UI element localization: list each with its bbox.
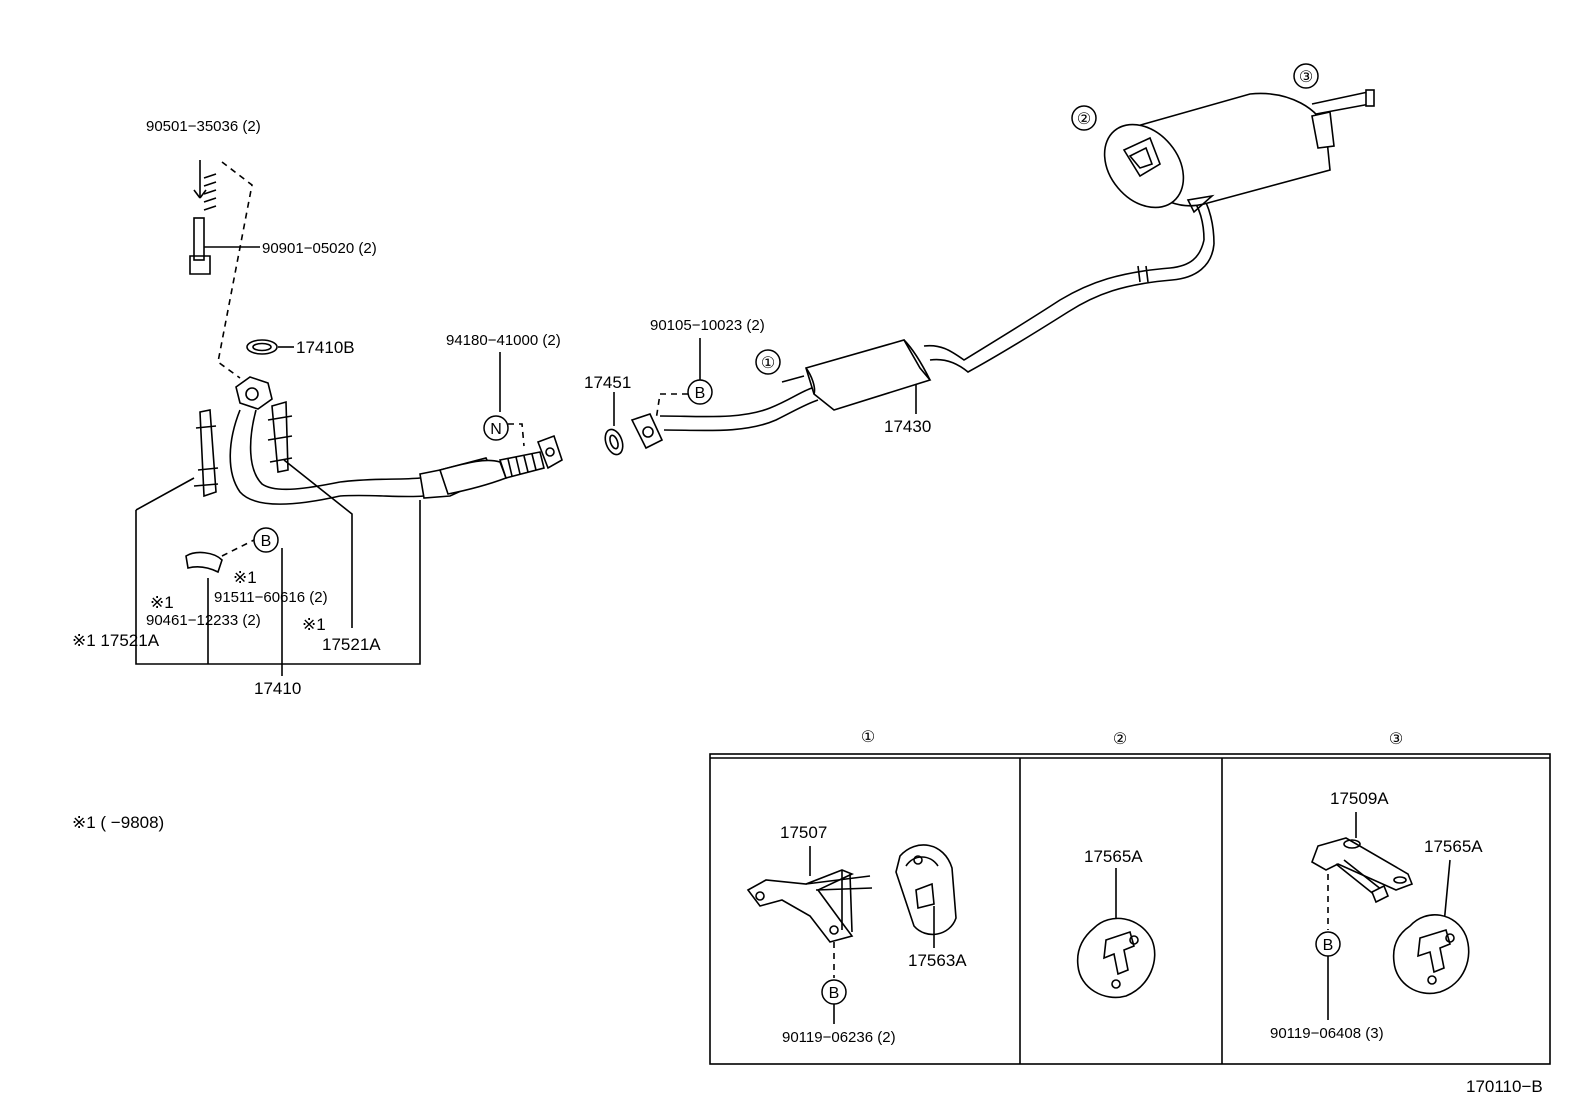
svg-text:①: ① [761, 355, 775, 372]
panel-2-heading: ② [1113, 731, 1127, 748]
label-17430: 17430 [884, 417, 931, 436]
label-17410b: 17410B [296, 338, 355, 357]
callout-b-front [253, 527, 279, 553]
detail-panels [709, 753, 1551, 1065]
label-90901-05020: 90901−05020 (2) [262, 240, 377, 257]
label-17507: 17507 [780, 823, 827, 842]
label-17565a-panel2: 17565A [1084, 847, 1143, 866]
label-90105-10023: 90105−10023 (2) [650, 317, 765, 334]
label-17521a-right: 17521A [322, 635, 381, 654]
label-94180-41000: 94180−41000 (2) [446, 332, 561, 349]
label-91511-60616: 91511−60616 (2) [214, 589, 328, 606]
label-17451: 17451 [584, 373, 631, 392]
callout-2 [1071, 105, 1097, 131]
mark-90461: ※1 [150, 593, 174, 612]
callout-3 [1293, 63, 1319, 89]
svg-text:N: N [490, 421, 502, 438]
bracket-17509a [1311, 837, 1414, 904]
footnote: ※1 ( −9808) [72, 813, 164, 832]
center-pipe-17430 [630, 191, 1215, 450]
label-17521a-left: ※1 17521A [72, 631, 160, 650]
hanger-17565a-panel2 [1076, 917, 1156, 999]
callout-b-center [687, 379, 713, 405]
svg-text:B: B [695, 385, 706, 402]
label-17565a-panel3: 17565A [1424, 837, 1483, 856]
figure-code: 170110−B [1466, 1077, 1543, 1096]
svg-text:B: B [829, 985, 840, 1002]
label-17563a: 17563A [908, 951, 967, 970]
panel-3-heading: ③ [1389, 731, 1403, 748]
callout-1 [755, 349, 781, 375]
gasket-17410b [246, 339, 278, 355]
front-pipe-17410 [193, 376, 563, 505]
hanger-17565a-panel3 [1392, 914, 1470, 995]
main-muffler [1103, 89, 1375, 214]
mark-91511: ※1 [233, 568, 257, 587]
clamp-91511 [185, 551, 223, 574]
label-90119-06236: 90119−06236 (2) [782, 1029, 896, 1046]
callout-n [483, 415, 509, 441]
label-90119-06408: 90119−06408 (3) [1270, 1025, 1384, 1042]
svg-text:B: B [1323, 937, 1334, 954]
bracket-17507 [746, 869, 873, 943]
mark-17521a-right: ※1 [302, 615, 326, 634]
svg-text:B: B [261, 533, 272, 550]
label-90501-35036: 90501−35036 (2) [146, 118, 261, 135]
label-17509a: 17509A [1330, 789, 1389, 808]
gasket-17451 [604, 428, 624, 456]
label-17410: 17410 [254, 679, 301, 698]
svg-text:②: ② [1077, 111, 1091, 128]
spring-bolt-group [189, 160, 260, 379]
label-90461-12233: 90461−12233 (2) [146, 612, 261, 629]
svg-text:③: ③ [1299, 69, 1313, 86]
hanger-17563a [895, 844, 957, 936]
panel-1-heading: ① [861, 729, 875, 746]
